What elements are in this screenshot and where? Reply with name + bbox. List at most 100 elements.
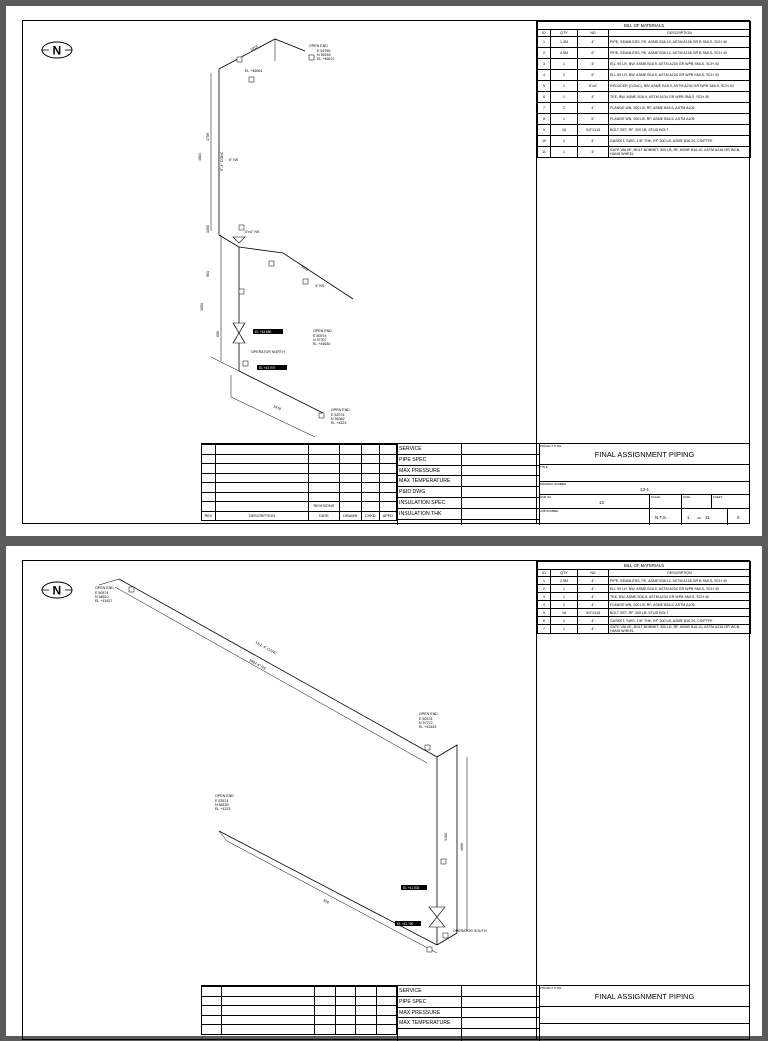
bill-of-materials: BILL OF MATERIALS ID QTY ND DESCRIPTION … [536,21,751,523]
insulation-spec-label: INSULATION SPEC [397,498,461,509]
insulation-thk-label: INSULATION THK [397,509,461,520]
project-block: PROJECT TITLE FINAL ASSIGNMENT PIPING TI… [539,444,750,525]
label-coord: N 55253 [317,53,331,57]
bom-id: 10 [537,135,551,147]
bom-nd: 4" [577,91,609,103]
bom-nd: 4" [577,584,609,593]
bom-id: 11 [537,146,551,158]
bom-id: 3 [537,592,551,601]
label-open-end: OPEN END [215,794,234,798]
bom-nd: 6" [577,47,609,59]
label-elevation: EL +46061 [245,69,262,73]
bom-description: PIPE, SEAMLESS, PE, ASME B36.10, ASTM A1… [608,36,751,48]
project-title: FINAL ASSIGNMENT PIPING [594,450,695,459]
drawing-sheet-2: N OPEN END E 50574 N 58510 EL [6,546,762,1041]
rev-header: DRAWN [338,510,362,521]
bom-qty: 1 [550,91,578,103]
bom-description: GATE VALVE, BOLT BONNET, 300 LB, RF, ASM… [608,146,751,158]
bom-nd: 4" [577,616,609,625]
label-coord: N 58189 [215,803,229,807]
label-coord: N 56362 [331,417,345,421]
bom-nd: 4" [577,600,609,609]
revision-table [200,986,398,1041]
bom-id: 5 [537,608,551,617]
bom-qty: 1 [550,80,578,92]
pipe-spec-label: PIPE SPEC [397,455,461,466]
bom-header: QTY [550,569,578,577]
bom-description: FLANGE WN, 300 LB, RF, ASME B16.5, ASTM … [608,113,751,125]
rev-header: CHKD [360,510,380,521]
bom-qty: 1 [550,113,578,125]
bom-id: 3 [537,58,551,70]
bom-description: TEE, BW, ASME B16.9, ASTM A234 GR WPB SM… [608,91,751,103]
bom-qty: 2.9M [550,576,578,585]
elevation-tag: EL +44,650 [255,330,272,334]
title-label: TITLE [540,465,548,469]
pipe-run-bottom [238,370,324,414]
bom-header: DESCRIPTION [608,569,751,577]
label-coord: EL +46670 [317,57,334,61]
north-arrow-icon: N [41,41,73,59]
bom-description: FLANGE WN, 300 LB, RF, ASME B16.5, ASTM … [608,600,751,609]
sheet-number: 1 [687,515,690,520]
bom-nd: 4" [577,592,609,601]
bom-nd: 4" [577,36,609,48]
isometric-drawing: OPEN END E 53765 N 55253 EL +46670 EL +4… [198,38,354,438]
bom-id: 6 [537,91,551,103]
label-coord: EL +41833 [419,725,436,729]
bom-nd: 4" [577,624,609,634]
bom-nd: 6" [577,69,609,81]
elevation-tag: EL +41,750 [397,922,414,926]
dimension-label: 951 [206,271,210,277]
bom-description: ELL 90 LR, BW, ASME B16.9, ASTM A234 GR … [608,584,751,593]
service-values [461,986,540,1041]
label-coord: EL +4323 [331,421,346,425]
bom-qty: 2 [550,616,578,625]
label-coord: EL +44630 [313,342,330,346]
bom-id: 9 [537,124,551,136]
label-coord: E 50574 [419,717,432,721]
project-title-label: PROJECT TITLE [540,986,562,990]
bom-id: 8 [537,113,551,125]
bom-header: ID [537,569,551,577]
bom-nd: 4" [577,58,609,70]
dimension-label: 916 [323,898,330,904]
sheet-total: 11 [705,515,710,520]
bom-description: BOLT SET, RF, 300 LB, STUD BOLT [608,608,751,617]
bom-qty: 1 [550,146,578,158]
dimension-label: 1650 [200,303,204,311]
project-block: PROJECT TITLE FINAL ASSIGNMENT PIPING [539,986,750,1041]
service-values [461,444,540,525]
title-block: SERVICE PIPE SPEC MAX PRESSURE MAX TEMPE… [200,985,750,1041]
bom-nd: 4" [577,576,609,585]
scale-label: SCALE [651,495,661,499]
bom-id: 2 [537,47,551,59]
bom-qty: 4.9M [550,47,578,59]
bom-id: 7 [537,102,551,114]
gate-valve-icon [428,906,446,918]
label-operator: OPERATOR NORTH [251,350,285,354]
bom-header: ND [577,569,609,577]
project-title-label: PROJECT TITLE [540,444,562,448]
dimension-label: 650 [216,331,220,337]
bom-qty: 2 [550,69,578,81]
label-coord: N 57272 [419,721,433,725]
isometric-drawing: OPEN END E 50574 N 58510 EL +41827 13-2,… [95,578,487,954]
pipe-spec-label: PIPE SPEC [397,997,461,1008]
dimension-label: 2551 [300,264,309,272]
drawing-number: 13-1 [639,487,650,492]
revision-value: 0 [737,515,740,520]
label-open-end: OPEN END [95,586,114,590]
bom-nd: 4" [577,146,609,158]
bom-description: ELL 90 LR, BW, ASME B16.9, ASTM A234 GR … [608,69,751,81]
bom-id: 4 [537,600,551,609]
